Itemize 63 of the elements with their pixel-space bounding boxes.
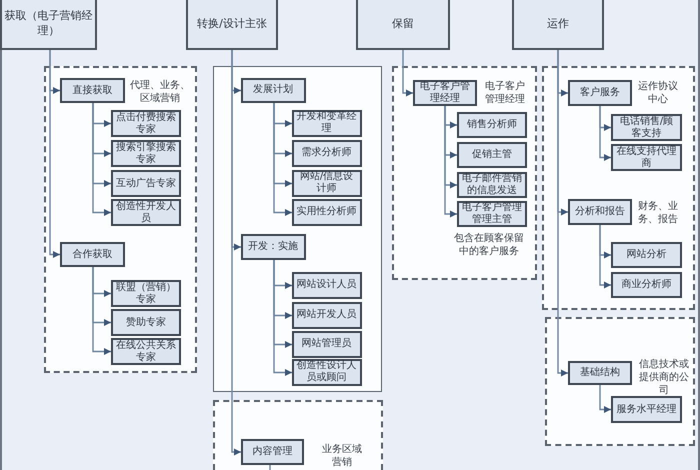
stage-header-box: 获取（电子营销经理） — [0, 0, 97, 50]
role-box: 网站设计人员 — [292, 272, 362, 298]
team-box: 分析和报告 — [568, 199, 632, 225]
role-box: 商业分析师 — [611, 272, 682, 298]
role-box: 在线公共关系专家 — [111, 338, 181, 365]
role-box: 网站开发人员 — [292, 302, 362, 328]
connector-arrow — [49, 50, 60, 258]
role-box: 开发和变革经理 — [292, 110, 362, 136]
role-box: 实用性分析师 — [292, 198, 362, 226]
connector-arrow — [599, 225, 611, 288]
side-note: 运作协议中心 — [637, 80, 679, 106]
role-box: 点击付费搜索专家 — [111, 110, 181, 137]
team-box: 合作获取 — [60, 242, 125, 267]
connector-arrow — [92, 267, 111, 355]
role-box: 电话销售/顾客支持 — [611, 114, 682, 141]
connector-arrow — [402, 50, 413, 96]
team-box: 内容管理 — [241, 439, 304, 465]
dashed-group-frame — [213, 400, 383, 470]
role-box: 电子客户管理管理主管 — [457, 201, 527, 227]
side-note: 代理、业务、区域营销 — [129, 79, 191, 105]
role-box: 赞助专家 — [111, 309, 181, 336]
role-box: 网站/信息设计师 — [292, 170, 362, 196]
role-box: 联盟（营销）专家 — [111, 280, 181, 307]
role-box: 在线支持代理商 — [611, 144, 682, 171]
side-note: 财务、业务、报告 — [637, 200, 679, 226]
team-box: 开发：实施 — [240, 234, 306, 260]
side-note: 业务区域营销 — [321, 443, 363, 469]
team-box: 基础结构 — [568, 361, 632, 385]
connector-arrow — [273, 260, 292, 376]
dashed-group-frame — [545, 317, 695, 446]
role-box: 创造性开发人员 — [111, 199, 181, 226]
team-box: 直接获取 — [60, 78, 125, 103]
team-box: 客户服务 — [568, 80, 632, 106]
connector-arrow — [599, 106, 611, 161]
role-box: 网站分析 — [611, 242, 682, 268]
role-box: 需求分析师 — [292, 140, 362, 166]
role-box: 网站管理员 — [292, 330, 362, 358]
stage-header-box: 保留 — [356, 0, 450, 50]
role-box: 服务水平经理 — [611, 396, 682, 423]
side-note: 电子客户管理经理 — [484, 80, 526, 106]
dashed-group-frame — [44, 66, 197, 373]
stage-header-box: 转换/设计主张 — [186, 0, 278, 50]
connector-arrow — [557, 50, 568, 376]
connector-arrow — [92, 103, 111, 216]
team-box: 发展计划 — [240, 78, 306, 102]
connector-line — [269, 465, 271, 470]
connector-arrow — [599, 385, 611, 413]
connector-arrow — [444, 106, 457, 218]
role-box: 促销主管 — [457, 142, 527, 168]
group-frame — [213, 66, 382, 392]
group-note: 包含在顾客保留中的客户服务 — [453, 232, 525, 258]
connector-arrow — [273, 103, 292, 216]
team-box: 电子客户管理经理 — [413, 80, 477, 106]
side-note: 信息技术或提供商的公司 — [638, 358, 690, 397]
dashed-group-frame — [392, 66, 537, 280]
role-box: 创造性设计人员或顾问 — [292, 358, 362, 386]
stage-header-box: 运作 — [512, 0, 604, 50]
role-box: 互动广告专家 — [111, 170, 181, 197]
dashed-group-frame — [542, 66, 695, 310]
connector-arrow — [231, 50, 241, 456]
role-box: 销售分析师 — [457, 112, 527, 138]
role-box: 搜索引擎搜索专家 — [111, 140, 181, 167]
role-box: 电子邮件营销的信息发送 — [457, 172, 527, 198]
